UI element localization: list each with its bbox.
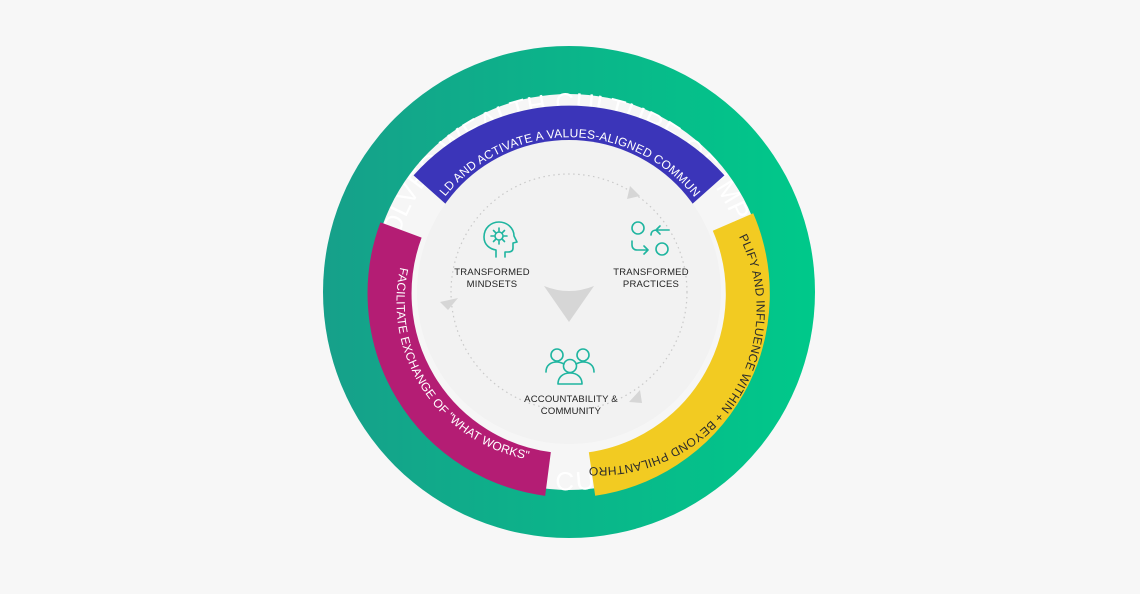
cycle-arrow-left: [440, 298, 458, 310]
band-amplify: [588, 213, 770, 496]
cycle-arrow-right: [629, 390, 642, 403]
head-gear-icon: [483, 221, 518, 258]
mindsets-label-line2: MINDSETS: [467, 279, 518, 290]
node-mindsets: TRANSFORMED MINDSETS: [454, 221, 530, 290]
practices-label-line2: PRACTICES: [623, 279, 679, 290]
center-triangle: [544, 286, 594, 322]
practices-label-line1: TRANSFORMED: [613, 267, 689, 278]
mindsets-label-line1: TRANSFORMED: [454, 267, 530, 278]
community-label-line1: ACCOUNTABILITY &: [524, 394, 618, 405]
exchange-arrows-icon: [631, 221, 670, 256]
cycle-path: [450, 173, 688, 411]
people-group-icon: [545, 348, 595, 385]
node-practices: TRANSFORMED PRACTICES: [613, 221, 689, 290]
cycle-arrow-top: [627, 186, 640, 199]
community-label-line2: COMMUNITY: [541, 406, 602, 417]
node-community: ACCOUNTABILITY & COMMUNITY: [524, 348, 618, 417]
band-build: [413, 105, 725, 205]
band-facilitate: [367, 222, 552, 496]
